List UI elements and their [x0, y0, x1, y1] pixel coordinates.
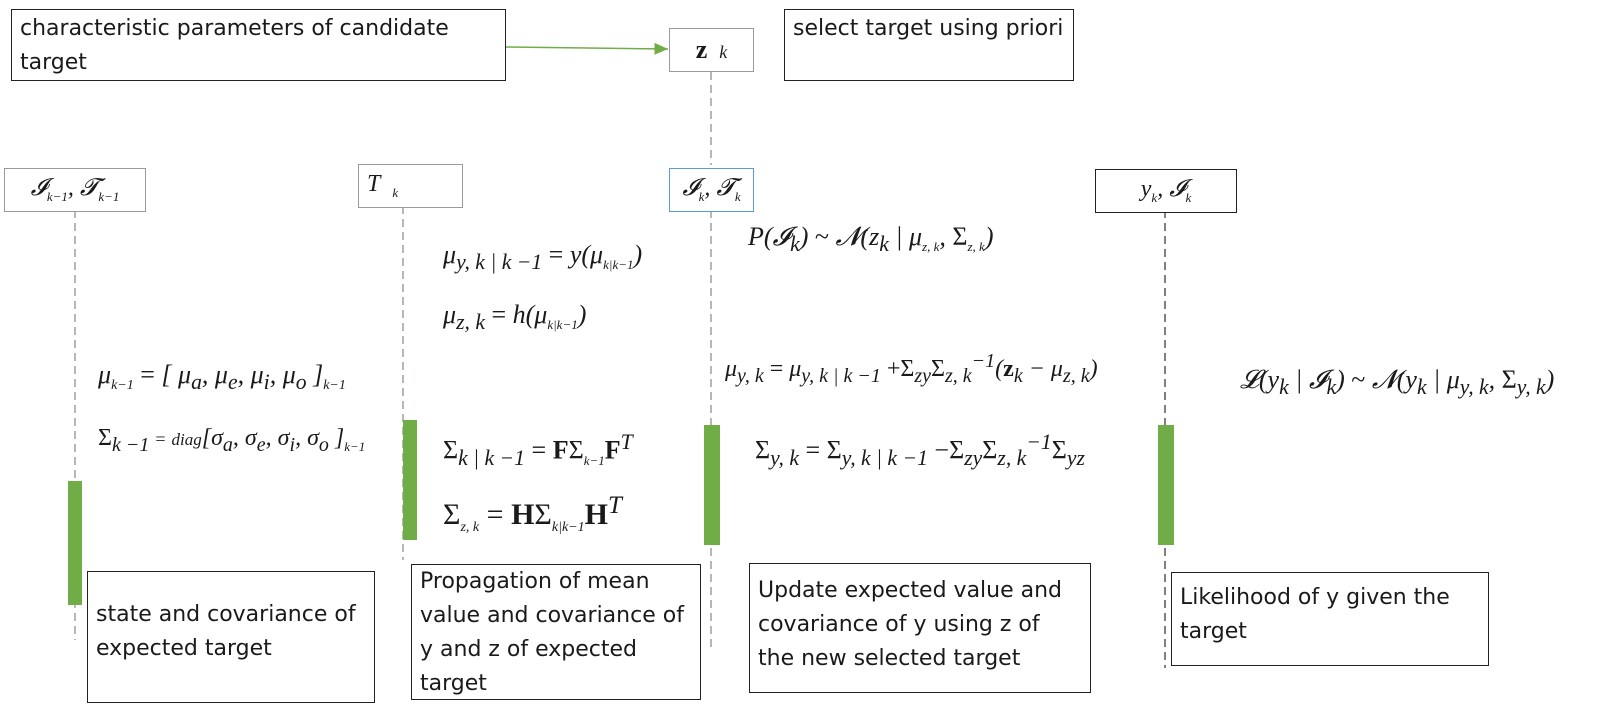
z-k-label: z k: [695, 35, 728, 64]
note-propagation: Propagation of mean value and covariance…: [411, 564, 701, 700]
note-update: Update expected value and covariance of …: [749, 563, 1091, 693]
header-i-t-k-1-label: 𝓘k−1, 𝓣k−1: [30, 175, 120, 204]
note-select-target: select target using priori: [784, 9, 1074, 81]
eq-sigma-z: Σz, k = HΣk|k−1HT: [443, 492, 622, 535]
header-y-i-k-label: yk, 𝓘k: [1140, 176, 1192, 205]
header-i-t-k-1: 𝓘k−1, 𝓣k−1: [4, 168, 146, 212]
activation-bar-2: [403, 420, 417, 540]
eq-p-i-k: P(𝓘k) ~ 𝓝(zk | μz, k, Σz, k): [748, 222, 994, 257]
eq-sigma-y-update: Σy, k = Σy, k | k −1 −ΣzyΣz, k−1Σyz: [755, 430, 1085, 470]
eq-mu-y-update: μy, k = μy, k | k −1 +ΣzyΣz, k−1(zk − μz…: [725, 350, 1098, 387]
arrow-candidate-to-z: [505, 42, 669, 55]
header-i-t-k-label: 𝓘k, 𝓣k: [682, 175, 741, 204]
eq-mu-z: μz, k = h(μk|k−1): [443, 300, 587, 335]
header-y-i-k: yk, 𝓘k: [1095, 169, 1237, 213]
eq-mu-k-1: μk−1 = [ μa, μe, μi, μo ]k−1: [98, 360, 346, 395]
header-i-t-k: 𝓘k, 𝓣k: [669, 168, 754, 212]
header-t-k: T k: [358, 164, 463, 208]
eq-likelihood: 𝓛(yk | 𝓘k) ~ 𝓝(yk | μy, k, Σy, k): [1240, 365, 1555, 400]
note-state-cov: state and covariance of expected target: [87, 571, 375, 703]
activation-bar-1: [68, 481, 82, 605]
eq-sigma-k-1: Σk −1 = diag[σa, σe, σi, σo ]k−1: [98, 425, 366, 456]
activation-bar-4: [1158, 425, 1174, 545]
header-t-k-label: T k: [367, 171, 399, 200]
note-candidate-params: characteristic parameters of candidate t…: [11, 9, 506, 81]
eq-mu-y-pred: μy, k | k −1 = y(μk|k−1): [443, 240, 643, 275]
eq-sigma-pred: Σk | k −1 = FΣk−1FT: [443, 430, 633, 470]
note-likelihood: Likelihood of y given the target: [1171, 572, 1489, 666]
z-k-box: z k: [669, 28, 754, 72]
activation-bar-3: [704, 425, 720, 545]
